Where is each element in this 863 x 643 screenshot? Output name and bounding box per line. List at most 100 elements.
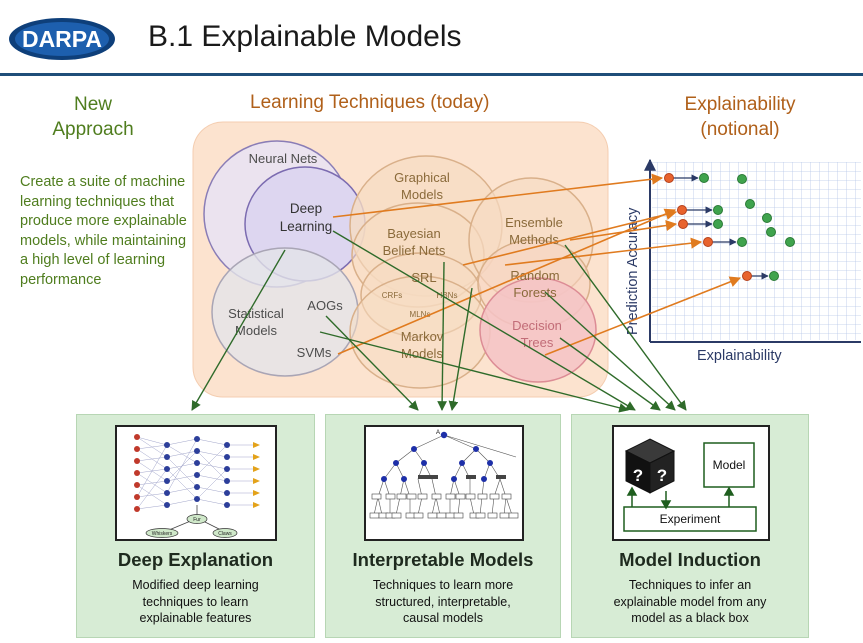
description-line: explainable features <box>139 611 252 625</box>
graphical-models-label-line2: Models <box>401 187 443 202</box>
markov-label-line1: Markov <box>401 329 444 344</box>
markov-label-line2: Models <box>401 346 443 361</box>
red-point <box>678 219 688 229</box>
arrow-svms-to-chart <box>337 208 677 355</box>
description-line: Techniques to infer an <box>628 578 752 592</box>
interpretable-models-title: Interpretable Models <box>352 549 534 570</box>
green-point <box>737 174 747 184</box>
deep-explanation-description: Modified deep learning techniques to lea… <box>77 577 314 627</box>
model-induction-thumbnail: ? ? Model Experiment <box>612 425 770 541</box>
model-induction-box: ? ? Model Experiment Model Induction Tec… <box>571 414 809 638</box>
bayesian-label-line2: Belief Nets <box>383 243 446 258</box>
red-point <box>703 237 713 247</box>
description-line: structured, interpretable, <box>375 594 511 609</box>
question-mark-icon: ? <box>633 466 643 485</box>
slide-title: B.1 Explainable Models <box>148 20 462 53</box>
new-approach-heading: New Approach <box>18 92 168 142</box>
decision-trees-circle <box>479 277 597 383</box>
deep-learning-label-line1: Deep <box>290 201 322 216</box>
darpa-logo: DARPA <box>9 18 115 60</box>
interpretable-models-description: Techniques to learn more structured, int… <box>326 577 560 627</box>
x-axis-label: Explainability <box>697 348 782 364</box>
arrow-trees-to-model-induction <box>559 337 661 411</box>
new-approach-heading-line1: New <box>73 94 112 115</box>
arrow-random-forests-to-chart <box>504 237 703 266</box>
green-point <box>699 173 709 183</box>
statistical-label-line1: Statistical <box>228 306 284 321</box>
arrow-markov-to-interpretable <box>448 287 473 411</box>
title-divider <box>0 73 863 76</box>
random-forests-label-line1: Random <box>510 268 559 283</box>
arrow-ensemble-to-model-induction <box>564 244 687 411</box>
interpretable-models-thumbnail: A <box>364 425 524 541</box>
decision-trees-label-line2: Trees <box>521 335 554 350</box>
arrow-statistical-to-model-induction <box>319 331 629 413</box>
red-point <box>742 271 752 281</box>
mlns-label: MLNs <box>410 310 431 319</box>
y-axis-label: Prediction Accuracy <box>625 207 641 335</box>
explainability-heading-line2: (notional) <box>700 119 780 140</box>
statistical-label-line2: Models <box>235 323 277 338</box>
tree-model-icon: A <box>369 430 519 519</box>
question-mark-icon: ? <box>657 466 667 485</box>
description-line: causal models <box>403 611 483 625</box>
deep-explanation-box: Fur Whiskers Claws Deep Explanation Modi… <box>76 414 315 638</box>
random-forests-label-line2: Forests <box>513 285 557 300</box>
decision-trees-label-line1: Decision <box>512 318 562 333</box>
explainability-chart: Prediction Accuracy Explainability <box>625 158 861 364</box>
network-node-label: Claws <box>218 531 232 537</box>
learning-techniques-heading: Learning Techniques (today) <box>250 92 490 113</box>
deep-learning-label-line2: Learning <box>280 219 333 234</box>
ensemble-label-line2: Methods <box>509 232 559 247</box>
model-label: Model <box>713 458 746 472</box>
explainability-heading: Explainability (notional) <box>650 92 830 142</box>
green-point <box>785 237 795 247</box>
arrow-deep-to-deep-explanation <box>191 249 286 411</box>
deep-explanation-title: Deep Explanation <box>117 549 274 570</box>
description-line: techniques to learn <box>142 594 249 609</box>
arrow-deep-to-model-induction <box>332 230 636 411</box>
crfs-label: CRFs <box>382 291 402 300</box>
network-node-label: Whiskers <box>152 531 173 537</box>
green-point <box>766 227 776 237</box>
arrow-bayesian-to-interpretable <box>437 261 448 411</box>
green-point <box>713 219 723 229</box>
bayesian-label-line1: Bayesian <box>387 226 440 241</box>
green-point <box>737 237 747 247</box>
neural-nets-label: Neural Nets <box>249 151 318 166</box>
explainability-heading-line1: Explainability <box>684 94 796 115</box>
aogs-label: AOGs <box>307 298 343 313</box>
neural-network-icon: Fur Whiskers Claws <box>134 434 260 538</box>
arrow-decision-trees-to-chart <box>544 276 742 356</box>
green-point <box>762 213 772 223</box>
red-point <box>664 173 674 183</box>
arrow-aogs-to-interpretable <box>325 315 419 411</box>
description-line: Techniques to learn more <box>372 578 514 592</box>
arrow-graphical-to-chart <box>462 208 678 266</box>
model-box <box>703 442 755 488</box>
hbns-label: HBNs <box>437 291 458 300</box>
srl-label: SRL <box>411 270 436 285</box>
new-approach-description: Create a suite of machine learning techn… <box>20 174 187 288</box>
interpretable-models-box: A Interpretable Models Techniques <box>325 414 561 638</box>
network-node-label: Fur <box>193 517 201 523</box>
description-line: model as a black box <box>631 611 749 625</box>
arrow-forests-to-model-induction <box>544 291 676 411</box>
model-induction-title: Model Induction <box>619 549 761 570</box>
green-point <box>769 271 779 281</box>
green-point <box>713 205 723 215</box>
model-induction-description: Techniques to infer an explainable model… <box>572 577 808 627</box>
ensemble-label-line1: Ensemble <box>505 215 563 230</box>
svms-label: SVMs <box>297 345 332 360</box>
tree-root-label: A <box>436 430 440 436</box>
green-point <box>745 199 755 209</box>
arrow-deep-learning-to-chart <box>332 173 664 218</box>
graphical-models-label-line1: Graphical <box>394 170 450 185</box>
red-point <box>677 205 687 215</box>
description-line: explainable model from any <box>613 594 767 609</box>
logo-text: DARPA <box>22 26 102 52</box>
description-line: Modified deep learning <box>132 578 259 592</box>
new-approach-heading-line2: Approach <box>52 119 134 140</box>
deep-explanation-thumbnail: Fur Whiskers Claws <box>115 425 277 541</box>
